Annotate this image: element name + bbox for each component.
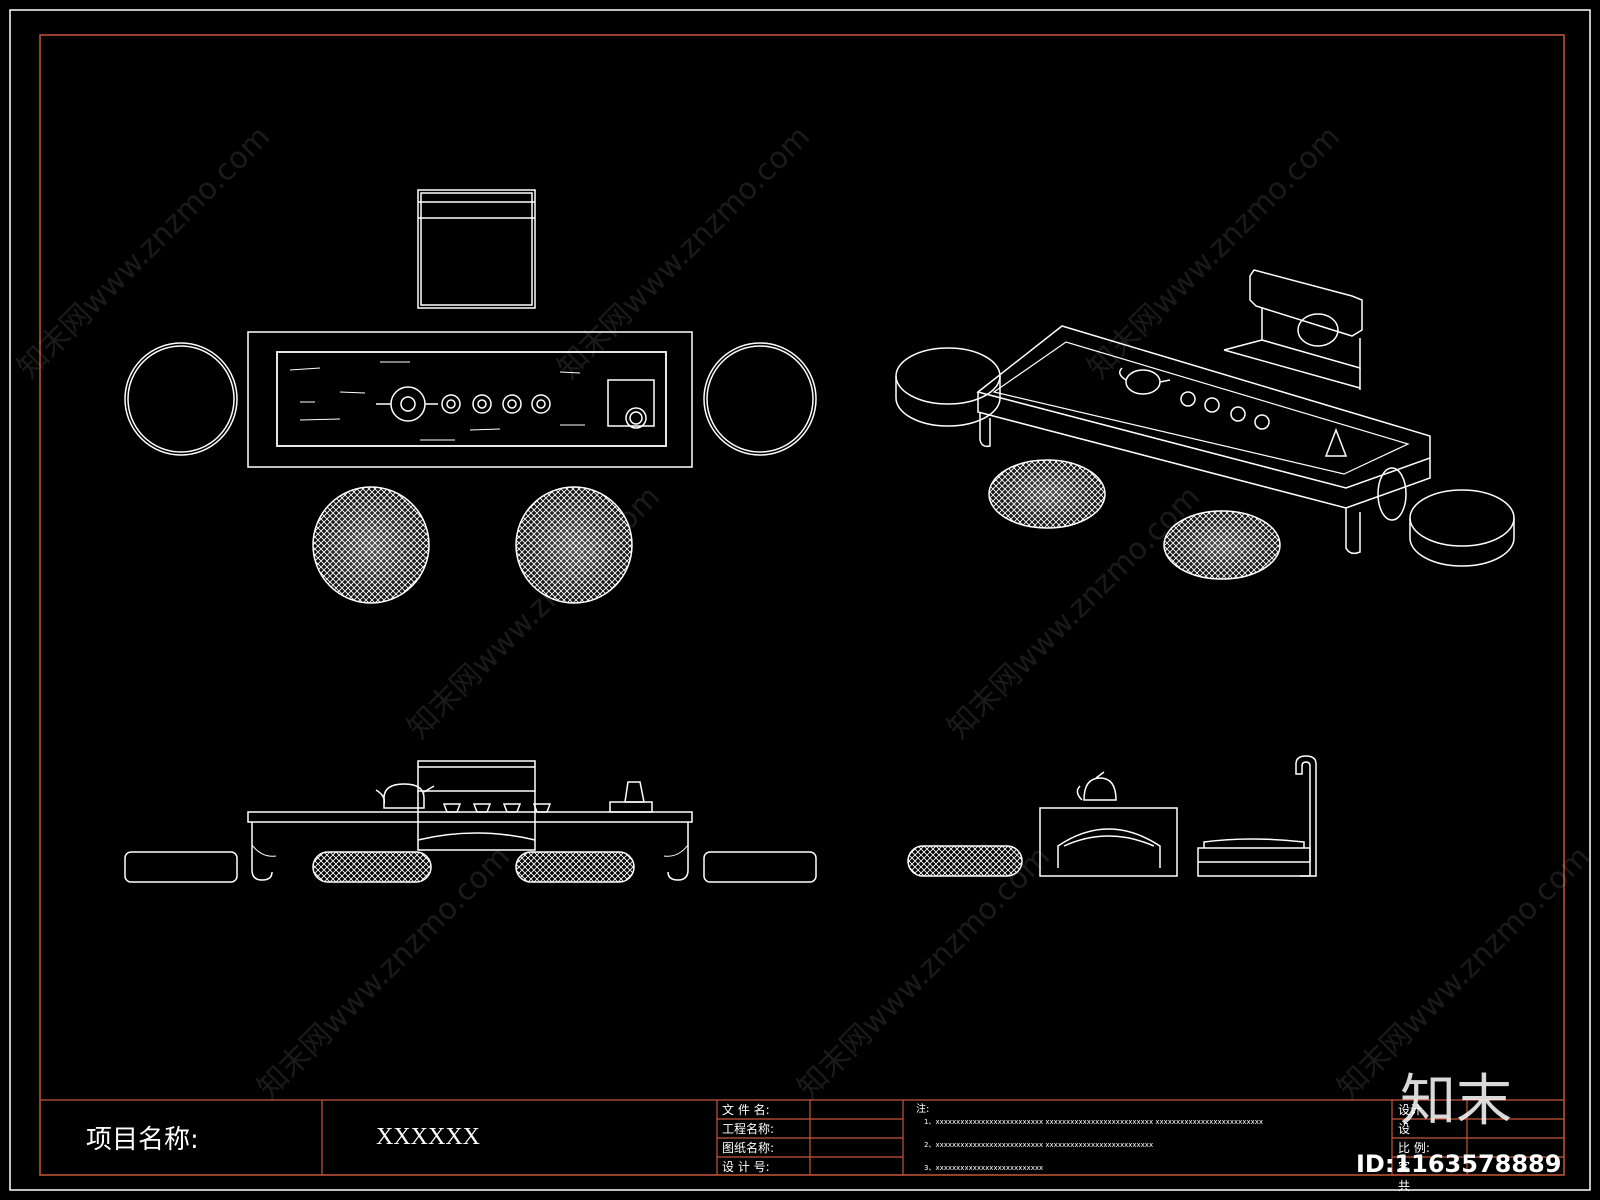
right-label-5: 共 (1398, 1179, 1410, 1193)
plan-stool-left (124, 342, 238, 456)
persp-stool-left (895, 347, 1001, 405)
drawing-frame (39, 34, 1565, 1176)
persp-cup-4 (1254, 414, 1270, 430)
persp-cup-1 (1180, 391, 1196, 407)
right-label-4: 客 (1398, 1159, 1410, 1174)
persp-kettle (1324, 427, 1348, 457)
side-teapot (1083, 777, 1117, 801)
right-label-1: 设计 (1398, 1103, 1422, 1117)
file-name-label: 文 件 名: (722, 1102, 770, 1117)
plan-stool-right (703, 342, 817, 456)
engineering-name-label: 工程名称: (722, 1121, 774, 1136)
plan-seat-box (417, 189, 536, 309)
front-stool-right (703, 851, 817, 883)
drawing-name-label: 图纸名称: (722, 1140, 774, 1155)
right-label-3: 比 例: (1398, 1141, 1430, 1155)
front-seat-box (417, 760, 536, 792)
side-table (1039, 807, 1178, 877)
front-cushions (312, 851, 635, 883)
persp-stool-right (1409, 489, 1515, 547)
plan-teapot (390, 386, 426, 422)
watermark-id: ID:1163578889 (1356, 1150, 1561, 1178)
watermark-1: 知末网www.znzmo.com (11, 119, 277, 385)
note-1: 1、xxxxxxxxxxxxxxxxxxxxxxxxxx xxxxxxxxxxx… (924, 1118, 1263, 1126)
plan-cup-1 (441, 394, 461, 414)
front-table-top (247, 811, 693, 823)
project-name-value: XXXXXX (376, 1124, 480, 1150)
front-cushion-left (312, 851, 432, 883)
plan-table (247, 331, 693, 468)
plan-cup-4 (531, 394, 551, 414)
persp-cup-3 (1230, 406, 1246, 422)
perspective-view (895, 269, 1515, 567)
right-label-2: 设 (1398, 1122, 1410, 1136)
title-block (40, 1099, 1564, 1175)
watermark-logo: 知末 (1400, 1069, 1512, 1134)
outer-border (9, 9, 1591, 1191)
plan-view (124, 189, 817, 468)
persp-table-top (976, 325, 1431, 489)
persp-cushions (988, 459, 1281, 580)
side-elevation (1039, 755, 1317, 877)
plan-cup-2 (472, 394, 492, 414)
front-teapot (383, 783, 425, 809)
note-3: 3、xxxxxxxxxxxxxxxxxxxxxxxxxx (924, 1164, 1043, 1172)
plan-cushions (312, 486, 633, 604)
watermark-3: 知末网www.znzmo.com (1081, 119, 1347, 385)
plan-kettle-base (607, 379, 655, 427)
front-elevation (124, 760, 817, 883)
plan-cup-3 (502, 394, 522, 414)
persp-teapot (1125, 369, 1161, 395)
design-no-label: 设 计 号: (722, 1160, 770, 1174)
front-cushion-right (515, 851, 635, 883)
note-2: 2、xxxxxxxxxxxxxxxxxxxxxxxxxx xxxxxxxxxxx… (924, 1141, 1153, 1149)
project-name-label: 项目名称: (86, 1125, 199, 1155)
watermarks: 知末网www.znzmo.com 知末网www.znzmo.com 知末网www… (11, 119, 1597, 1105)
side-cushion (907, 845, 1023, 877)
watermark-7: 知末网www.znzmo.com (791, 839, 1057, 1105)
persp-cup-2 (1204, 397, 1220, 413)
front-stool-left (124, 851, 238, 883)
front-kettle (609, 801, 653, 813)
persp-seat-back (1249, 269, 1363, 337)
notes-label: 注: (916, 1102, 929, 1115)
watermark-8: 知末网www.znzmo.com (1331, 839, 1597, 1105)
side-seat-back (1295, 755, 1317, 877)
